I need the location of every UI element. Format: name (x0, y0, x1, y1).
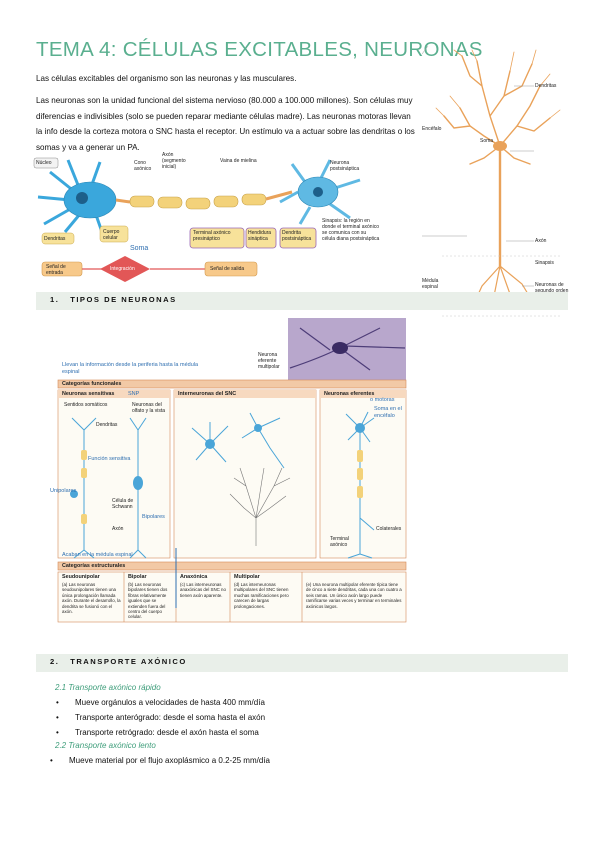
page-title: TEMA 4: CÉLULAS EXCITABLES, NEURONAS (36, 38, 483, 61)
label-hendidura: Hendidura sináptica (248, 230, 272, 242)
bullet-icon: • (56, 728, 59, 737)
soma-shape (493, 141, 507, 151)
bullet-icon: • (50, 756, 53, 765)
label-dendritas-3: Dendritas (96, 422, 118, 428)
subsection-lento: 2.2 Transporte axónico lento (55, 741, 156, 750)
label-olfato: Neuronas del olfato y la vista (132, 402, 166, 414)
cat-text-2: (c) Las interneuronas anaxónicas del SNC… (180, 582, 226, 598)
label-cono: Cono axónico (134, 160, 152, 172)
label-soma-2: Soma (480, 138, 494, 144)
col-interneuronas: Interneuronas del SNC (178, 391, 237, 397)
label-dendritas-2: Dendritas (535, 83, 557, 89)
label-nucleo: Núcleo (36, 160, 52, 166)
bullet-text: Mueve orgánulos a velocidades de hasta 4… (75, 698, 265, 707)
label-colaterales: Colaterales (376, 526, 402, 532)
cat-name-1: Bipolar (128, 574, 147, 580)
label-terminal: Terminal axónico presináptico (193, 230, 231, 242)
neuron-signal-diagram: Núcleo Cono axónico Axón (segmento inici… (30, 152, 410, 282)
functional-header: Categorías funcionales (62, 381, 122, 387)
label-vaina: Vaina de mielina (220, 158, 257, 164)
cat-text-4: (e) Una neurona multipolar eferente típi… (306, 582, 402, 609)
label-senal-entrada: Señal de entrada (46, 264, 66, 276)
section2-number: 2. (50, 657, 60, 666)
section1-number: 1. (50, 295, 60, 304)
label-soma: Soma (130, 245, 149, 252)
col-sensitivas: Neuronas sensitivas (62, 391, 115, 397)
label-axon: Axón (segmento inicial) (162, 152, 186, 170)
bullet-icon: • (56, 698, 59, 707)
neuron-types-figure: Llevan la información desde la periferia… (50, 318, 410, 623)
label-dendritas: Dendritas (44, 236, 66, 242)
annot-top: Llevan la información desde la periferia… (62, 362, 199, 375)
cat-name-3: Multipolar (234, 574, 260, 580)
label-senal-salida: Señal de salida (210, 266, 245, 272)
label-sinapsis-2: Sinapsis (535, 260, 554, 266)
label-encefalo: Encéfalo (422, 126, 442, 132)
label-schwann: Célula de Schwann (112, 498, 134, 510)
motor-neuron-svg (421, 45, 562, 317)
label-dendrita-post: Dendrita postsináptica (282, 230, 312, 242)
motor-neuron-diagram: Dendritas Encéfalo Soma Axón Sinapsis Mé… (421, 45, 582, 318)
subsection-rapido: 2.1 Transporte axónico rápido (55, 683, 161, 692)
structural-header: Categorías estructurales (62, 563, 126, 569)
section-tipos-neuronas: 1. TIPOS DE NEURONAS (36, 292, 568, 310)
label-neuronas-segundo: Neuronas de segundo orden (535, 282, 569, 294)
section1-label: TIPOS DE NEURONAS (70, 295, 177, 304)
nucleus-shape (76, 192, 88, 204)
myelin-sheath (129, 193, 267, 210)
col3-annot: o motoras (370, 397, 395, 403)
presynaptic-neuron (37, 159, 117, 233)
soma-encefalo: Soma en el encéfalo (374, 406, 402, 419)
label-terminal-3: Terminal axónico (330, 536, 349, 548)
intro-paragraph-1: Las células excitables del organismo son… (36, 74, 297, 83)
label-sentidos: Sentidos somáticos (64, 402, 108, 408)
label-medula: Médula espinal (422, 278, 439, 290)
bullet-text: Transporte retrógrado: desde el axón has… (75, 728, 259, 737)
label-funcion-sensitiva: Función sensitiva (88, 456, 131, 462)
label-axon-2: Axón (535, 238, 547, 244)
integration-diamond (100, 256, 150, 282)
neuron-signal-svg (33, 157, 361, 282)
cat-text-3: (d) Las interneuronas multipolares del S… (234, 582, 289, 609)
intro-paragraph-2: Las neuronas son la unidad funcional del… (36, 96, 415, 152)
section2-label: TRANSPORTE AXÓNICO (70, 657, 187, 666)
label-axon-3: Axón (112, 526, 124, 532)
bullet-text: Mueve material por el flujo axoplásmico … (69, 756, 270, 765)
label-snp: SNP (128, 391, 140, 397)
label-cuerpo: Cuerpo celular (103, 229, 120, 241)
col-eferentes: Neuronas eferentes (324, 391, 375, 397)
photo-label: Neurona eferente multipolar (258, 352, 280, 370)
label-sinapsis: Sinapsis: la región en donde el terminal… (322, 218, 380, 242)
label-integracion: Integración (110, 266, 135, 272)
cat-text-1: (b) Las neuronas bipolares tienen dos fi… (128, 582, 168, 620)
cat-name-2: Anaxónica (180, 574, 208, 580)
bullet-icon: • (56, 713, 59, 722)
bullet-text: Transporte anterógrado: desde el soma ha… (75, 713, 266, 722)
output-box (204, 261, 258, 277)
label-acaban: Acaban en la médula espinal (62, 552, 133, 558)
cat-text-0: (a) Las neuronas seudounipolares tienen … (62, 582, 121, 615)
label-unipolares: Unipolares (50, 488, 77, 494)
neuron-types-svg (57, 318, 407, 623)
label-bipolares: Bipolares (142, 514, 165, 520)
section-transporte-axonico: 2. TRANSPORTE AXÓNICO (36, 654, 568, 672)
label-neurona-post: Neurona postsináptica (330, 160, 360, 172)
cat-name-0: Seudounipolar (62, 574, 100, 580)
